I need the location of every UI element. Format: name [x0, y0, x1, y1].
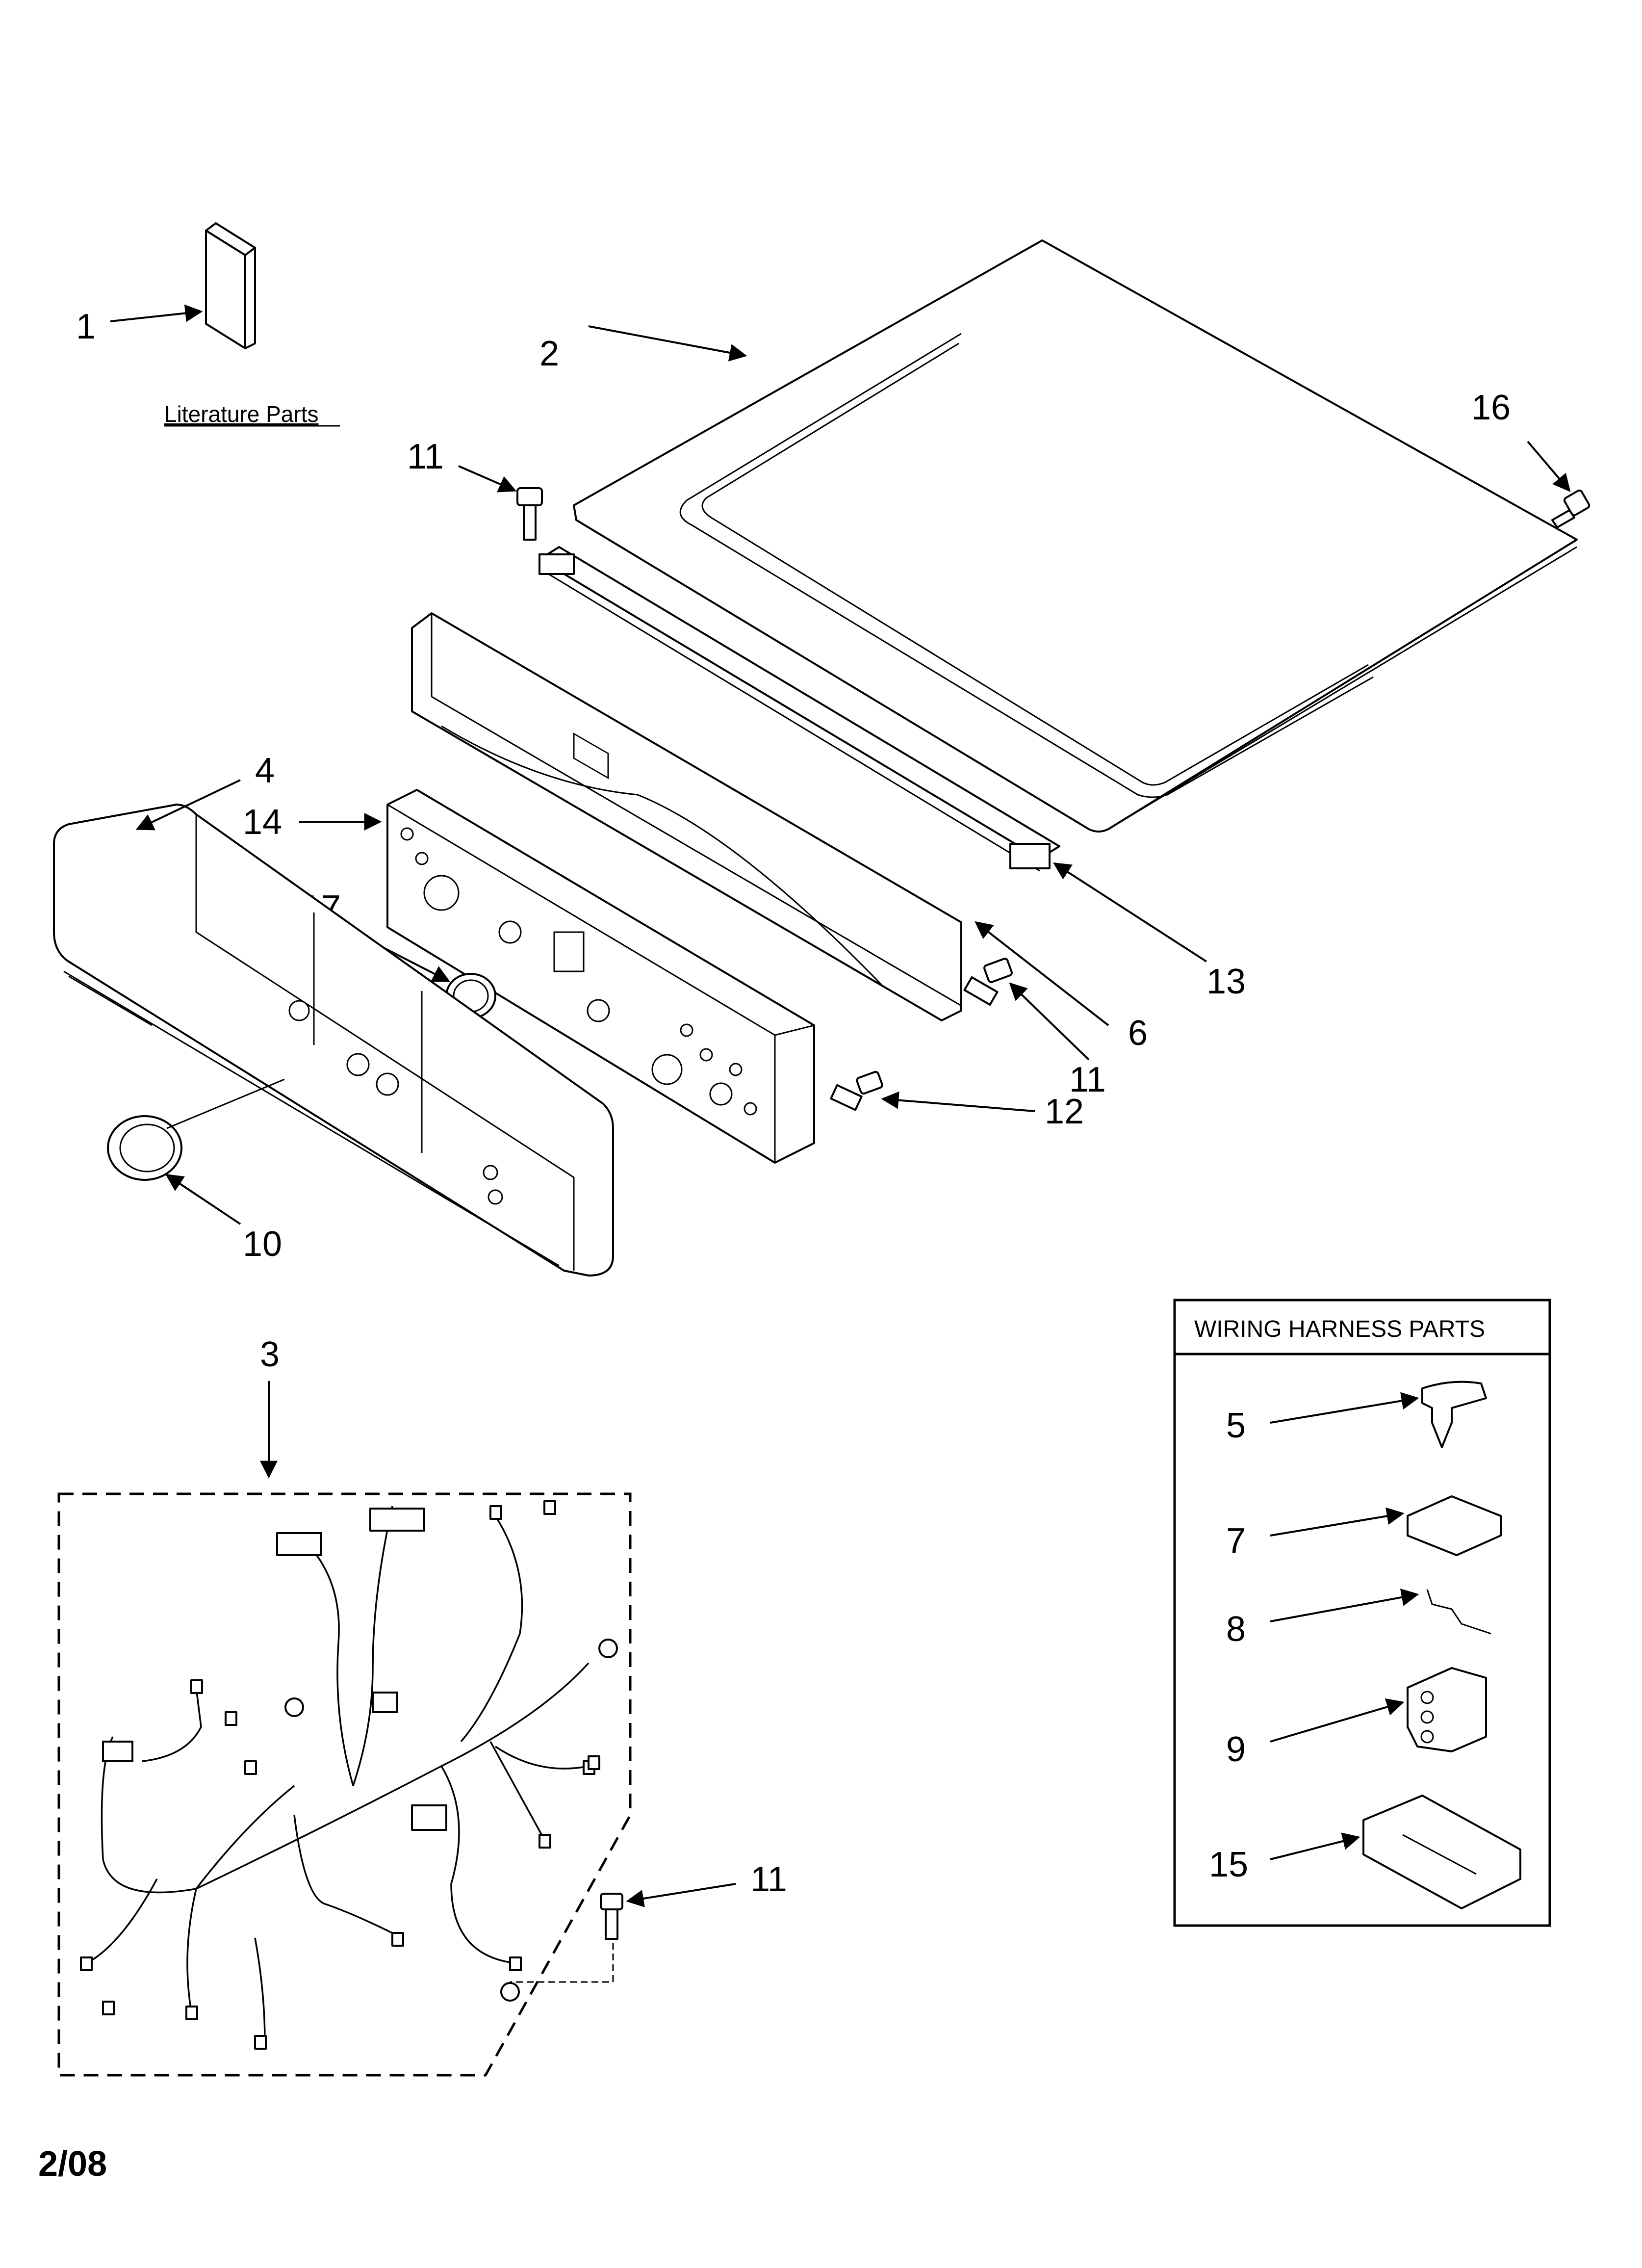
- control-board-part: [386, 789, 815, 1164]
- callout-10: 10: [243, 1225, 282, 1264]
- callout-1: 1: [76, 307, 96, 346]
- screw-11-top-part: [516, 487, 543, 541]
- wiring-item-15: 15: [1209, 1845, 1248, 1884]
- callout-11-top: 11: [407, 437, 444, 476]
- top-panel-part: [573, 239, 1578, 833]
- wiring-item-8: 8: [1226, 1610, 1246, 1649]
- knob-10-part: [107, 1115, 182, 1181]
- callout-6: 6: [1128, 1014, 1148, 1053]
- wiring-item-5: 5: [1226, 1406, 1246, 1445]
- wiring-harness-parts-box: WIRING HARNESS PARTS 5 7 8 9 15: [1173, 1299, 1551, 1927]
- screw-12-part: [830, 1070, 883, 1111]
- wiring-harness-parts-title: WIRING HARNESS PARTS: [1194, 1316, 1485, 1342]
- connector-15-part: [1362, 1795, 1521, 1909]
- callout-2: 2: [539, 334, 559, 373]
- callout-12: 12: [1045, 1092, 1084, 1131]
- literature-book-part: [205, 222, 256, 349]
- wiring-item-9: 9: [1226, 1730, 1246, 1769]
- callout-13: 13: [1206, 962, 1246, 1001]
- wiring-harness-part: [80, 1500, 618, 2050]
- screw-16-part: [1551, 489, 1591, 528]
- callout-11-bottom: 11: [750, 1860, 787, 1899]
- callout-3: 3: [260, 1335, 280, 1374]
- screw-11-bottom-part: [510, 1893, 623, 1983]
- literature-parts-caption: Literature Parts: [164, 401, 318, 427]
- console-frame-part: [411, 612, 962, 1021]
- harness-dashed-boundary: [57, 1492, 632, 2077]
- screw-11-middle-part: [963, 958, 1013, 1006]
- clip-5-part: [1421, 1381, 1487, 1448]
- connector-7-part: [1407, 1495, 1502, 1556]
- callout-4: 4: [255, 751, 275, 790]
- console-panel-part: [53, 804, 614, 1277]
- footer-date: 2/08: [38, 2144, 107, 2184]
- callout-16: 16: [1471, 388, 1511, 427]
- callout-11-middle: 11: [1069, 1060, 1106, 1099]
- wiring-item-7: 7: [1226, 1521, 1246, 1561]
- terminal-8-part: [1426, 1589, 1491, 1635]
- callout-14: 14: [243, 803, 282, 842]
- bracket-13-part: [539, 546, 1060, 872]
